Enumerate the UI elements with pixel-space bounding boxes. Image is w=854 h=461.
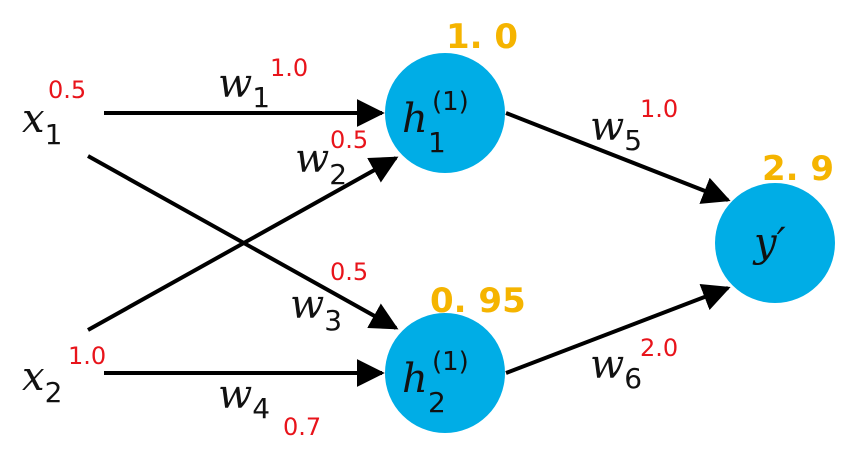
weight-w6-label: w6 xyxy=(590,342,642,395)
edges xyxy=(87,99,731,387)
weight-w3-label: w3 xyxy=(290,282,342,337)
node-h2-label: h xyxy=(402,356,428,402)
weight-w6-value: 2.0 xyxy=(640,334,678,362)
node-h1-activation: 1. 0 xyxy=(446,17,518,57)
input-x2-value: 1.0 xyxy=(68,342,106,370)
node-output-label: y′ xyxy=(752,220,786,266)
weight-w5-value: 1.0 xyxy=(640,95,678,123)
edge-w5 xyxy=(505,111,731,204)
node-output xyxy=(715,183,835,303)
input-x1-value: 0.5 xyxy=(48,76,86,104)
node-h2-subscript: 2 xyxy=(428,386,446,419)
node-h1-superscript: (1) xyxy=(432,87,469,117)
edge-w6 xyxy=(505,283,731,375)
node-h1-label: h xyxy=(402,96,428,142)
weight-w2-label: w2 xyxy=(295,136,347,191)
weight-w1-value: 1.0 xyxy=(270,54,308,82)
weight-w5-label: w5 xyxy=(590,104,642,157)
node-h2-superscript: (1) xyxy=(432,347,469,377)
node-h1-subscript: 1 xyxy=(428,126,446,159)
input-x2-label: x2 xyxy=(22,354,62,409)
node-h2-activation: 0. 95 xyxy=(430,281,526,321)
node-h1 xyxy=(385,53,505,173)
weight-w4-label: w4 xyxy=(218,372,270,425)
weight-w2-value: 0.5 xyxy=(330,126,368,154)
edge-w2 xyxy=(87,156,399,332)
weight-w4-value: 0.7 xyxy=(283,413,321,441)
node-h2 xyxy=(385,313,505,433)
weight-w1-label: w1 xyxy=(218,61,270,114)
node-output-activation: 2. 9 xyxy=(762,149,834,189)
input-x1-label: x1 xyxy=(22,96,62,151)
weight-w3-value: 0.5 xyxy=(330,258,368,286)
